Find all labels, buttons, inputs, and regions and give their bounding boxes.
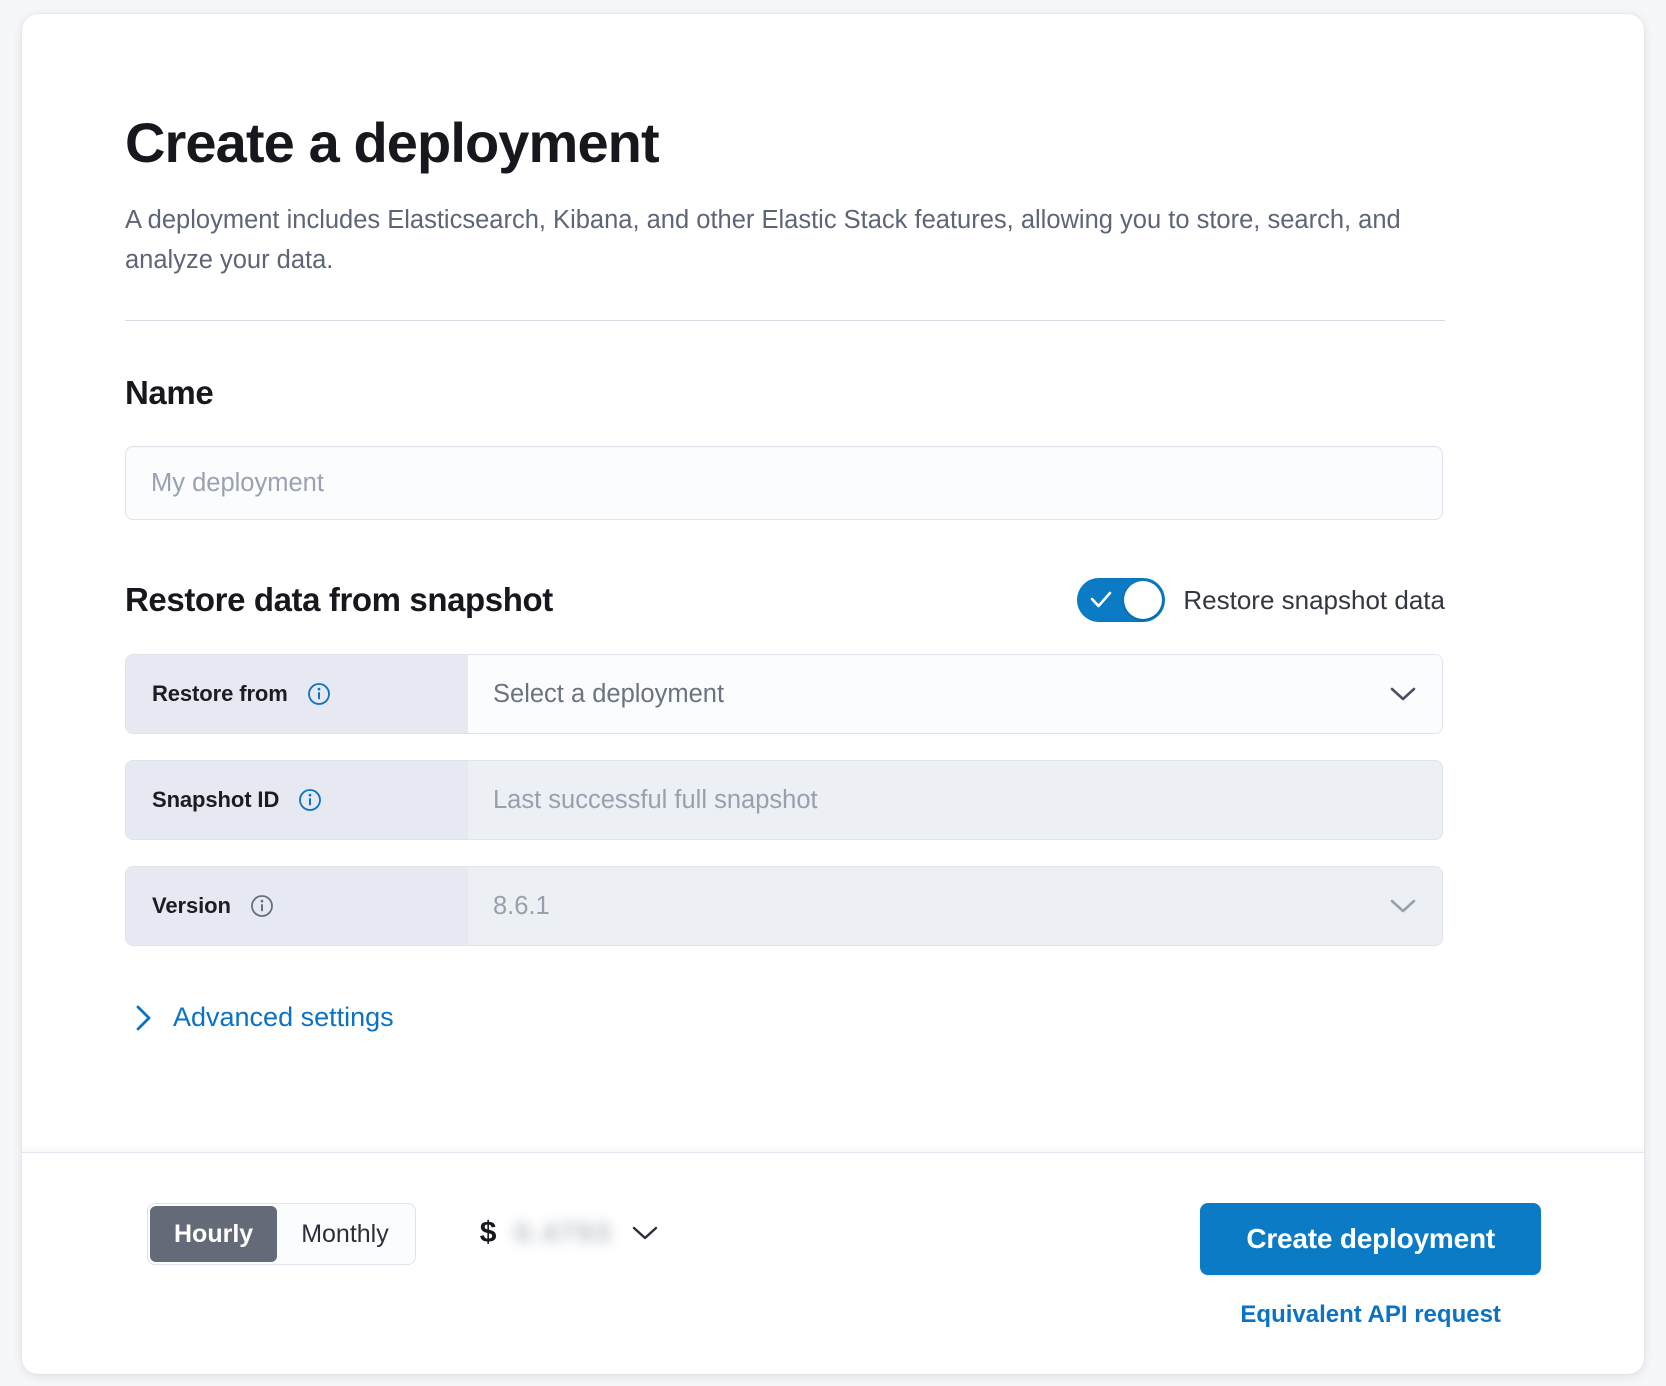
field-label-snapshot-id: Snapshot ID [126, 761, 468, 839]
check-icon [1091, 591, 1112, 608]
restore-toggle-label: Restore snapshot data [1183, 584, 1445, 615]
chevron-right-icon [136, 1005, 151, 1030]
chevron-down-icon[interactable] [1388, 685, 1418, 703]
field-row-restore-from[interactable]: Restore from Select a deployment [125, 654, 1443, 734]
price-amount-masked: 0.4793 [514, 1217, 613, 1248]
advanced-settings-label: Advanced settings [173, 1002, 394, 1032]
version-value: 8.6.1 [493, 891, 550, 920]
billing-period-toggle[interactable]: Hourly Monthly [147, 1203, 416, 1265]
price-currency-symbol: $ [479, 1216, 497, 1249]
price-display[interactable]: $ 0.4793 [480, 1203, 660, 1263]
field-control-version[interactable]: 8.6.1 [468, 867, 1442, 945]
restore-from-value: Select a deployment [493, 679, 725, 708]
restore-heading: Restore data from snapshot [125, 581, 553, 618]
header-divider [125, 320, 1445, 321]
name-section: Name My deployment [125, 373, 1525, 520]
footer-actions: Create deployment Equivalent API request [1200, 1203, 1541, 1329]
field-label-text: Version [152, 893, 231, 918]
create-deployment-button[interactable]: Create deployment [1200, 1203, 1541, 1275]
deployment-name-placeholder: My deployment [151, 468, 324, 497]
toggle-knob [1124, 581, 1163, 619]
restore-header-row: Restore data from snapshot Restore snaps… [125, 578, 1445, 622]
footer-bar: Hourly Monthly $ 0.4793 Create deploymen… [22, 1152, 1644, 1374]
info-icon[interactable] [307, 682, 331, 706]
equivalent-api-request-link[interactable]: Equivalent API request [1240, 1301, 1501, 1328]
deployment-name-input[interactable]: My deployment [125, 446, 1443, 520]
field-row-snapshot-id[interactable]: Snapshot ID Last successful full snapsho… [125, 760, 1443, 840]
restore-section: Restore data from snapshot Restore snaps… [125, 578, 1525, 1033]
info-icon[interactable] [250, 894, 274, 918]
page-title: Create a deployment [125, 111, 660, 174]
field-label-version: Version [126, 867, 468, 945]
form-content: Create a deployment A deployment include… [125, 112, 1525, 1033]
field-label-text: Snapshot ID [152, 787, 280, 812]
field-row-version[interactable]: Version 8.6.1 [125, 866, 1443, 946]
restore-toggle-group[interactable]: Restore snapshot data [1077, 578, 1445, 622]
form-scroll-area: Create a deployment A deployment include… [22, 14, 1644, 1152]
field-control-snapshot-id[interactable]: Last successful full snapshot [468, 761, 1442, 839]
restore-fields: Restore from Select a deployment [125, 654, 1525, 946]
field-label-restore-from: Restore from [126, 655, 468, 733]
chevron-down-icon[interactable] [1388, 897, 1418, 915]
restore-snapshot-toggle[interactable] [1077, 578, 1166, 622]
chevron-down-icon[interactable] [630, 1224, 660, 1242]
billing-option-hourly[interactable]: Hourly [150, 1206, 278, 1262]
create-deployment-card: Create a deployment A deployment include… [22, 14, 1644, 1374]
page-description: A deployment includes Elasticsearch, Kib… [125, 206, 1401, 274]
info-icon[interactable] [298, 788, 322, 812]
billing-option-monthly[interactable]: Monthly [301, 1219, 389, 1248]
advanced-settings-link[interactable]: Advanced settings [125, 1002, 394, 1033]
field-control-restore-from[interactable]: Select a deployment [468, 655, 1442, 733]
field-label-text: Restore from [152, 681, 288, 706]
snapshot-id-value: Last successful full snapshot [493, 785, 818, 814]
name-heading: Name [125, 374, 214, 411]
